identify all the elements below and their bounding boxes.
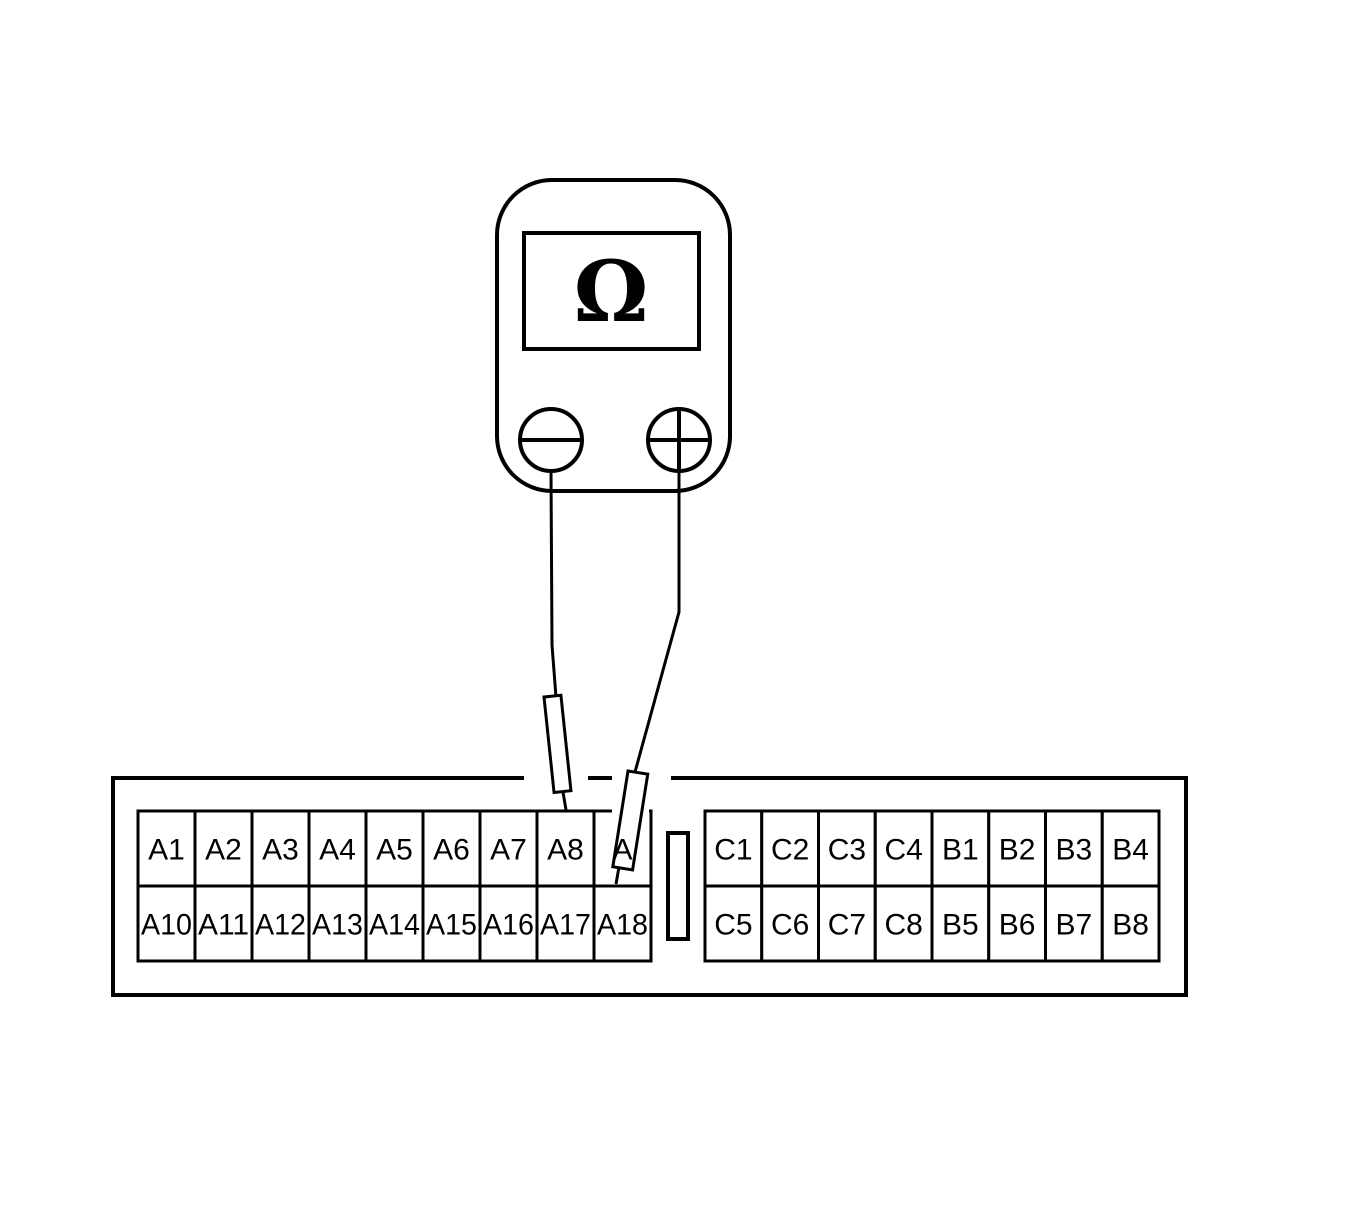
connector-lock-tab: [666, 831, 690, 941]
pin-label: A13: [312, 909, 363, 942]
pin-label: A4: [319, 834, 356, 867]
connector-housing: [111, 776, 1188, 997]
pin-label: C7: [828, 909, 866, 942]
pin-label: A17: [540, 909, 591, 942]
housing-outline-left: [111, 776, 1188, 997]
pin-cavity-b8: [1100, 884, 1161, 963]
pin-label: C3: [828, 834, 866, 867]
pin-label: A7: [490, 834, 527, 867]
pin-label: A16: [483, 909, 534, 942]
pin-label: A10: [141, 909, 192, 942]
pin-label: A3: [262, 834, 299, 867]
pin-cavity-a1: [136, 809, 197, 888]
pin-cavity-b6: [987, 884, 1047, 963]
meter-display: [522, 231, 701, 351]
pin-cavity-c5: [703, 884, 764, 963]
pin-cavity-c6: [760, 884, 820, 963]
pin-label: A15: [426, 909, 477, 942]
negative-lead-wire: [549, 470, 558, 698]
pin-label: B4: [1112, 834, 1149, 867]
ohm-symbol: Ω: [574, 242, 649, 341]
pin-label: A8: [547, 834, 584, 867]
pin-label: B5: [942, 909, 979, 942]
negative-test-lead: [542, 470, 573, 811]
pin-label: C1: [714, 834, 752, 867]
meter-body: [495, 178, 732, 493]
pin-cavity-a8: [535, 809, 596, 888]
negative-probe-tip: [542, 693, 573, 795]
pin-label: C4: [884, 834, 922, 867]
pin-label: A5: [376, 834, 413, 867]
positive-lead-wire: [633, 471, 681, 773]
pin-cavity-a15: [421, 884, 482, 963]
pin-label: A18: [597, 909, 648, 942]
pin-cavity-a12: [250, 884, 311, 963]
pin-cavity-a17: [535, 884, 596, 963]
pin-cavity-c1: [703, 809, 764, 888]
pin-cavity-a10: [136, 884, 197, 963]
pin-label: B1: [942, 834, 979, 867]
pin-cavity-a6: [421, 809, 482, 888]
pin-label: B2: [999, 834, 1036, 867]
pin-label: B6: [999, 909, 1036, 942]
pin-label: A11: [198, 909, 249, 942]
positive-terminal: [646, 407, 712, 473]
positive-probe-pin: [614, 866, 621, 885]
negative-terminal: [518, 407, 584, 473]
pin-label: A1: [148, 834, 185, 867]
pin-label: B7: [1056, 909, 1093, 942]
pin-label: B3: [1056, 834, 1093, 867]
positive-probe-tip: [611, 769, 650, 872]
pin-label: C8: [884, 909, 922, 942]
pin-label: C2: [771, 834, 809, 867]
pin-label: A6: [433, 834, 470, 867]
ohmmeter: Ω: [495, 178, 732, 493]
pin-label: C5: [714, 909, 752, 942]
positive-test-lead: [611, 471, 681, 885]
pin-label: B8: [1112, 909, 1149, 942]
pin-cavity-b1: [930, 809, 991, 888]
pin-cavity-a18: [592, 884, 653, 963]
pin-label: C6: [771, 909, 809, 942]
negative-probe-pin: [561, 791, 568, 811]
pin-label: A2: [205, 834, 242, 867]
pin-cavity-a16: [478, 884, 539, 963]
pin-label: A12: [255, 909, 306, 942]
pin-cavity-b2: [987, 809, 1047, 888]
pin-label: A14: [369, 909, 420, 942]
